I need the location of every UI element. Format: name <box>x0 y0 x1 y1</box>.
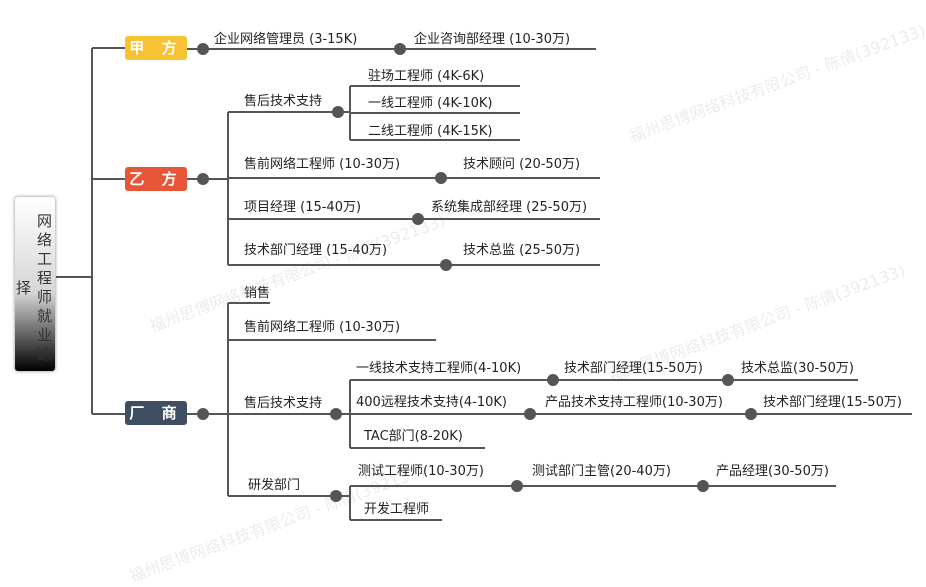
node-label: 企业咨询部经理 (10-30万) <box>414 32 571 47</box>
node-label: 售前网络工程师 (10-30万) <box>244 320 401 335</box>
node-label: 一线工程师 (4K-10K) <box>368 96 493 111</box>
connector-dot <box>330 490 342 502</box>
connector-dot <box>330 408 342 420</box>
branch-yifang: 乙 方 <box>125 167 187 191</box>
connector-dot <box>722 374 734 386</box>
node-label: 产品技术支持工程师(10-30万) <box>545 395 723 410</box>
connector-dot <box>412 213 424 225</box>
node-label: 技术部门经理(15-50万) <box>564 361 703 376</box>
branch-jiafang-label: 甲 方 <box>129 39 183 57</box>
node-label: 一线技术支持工程师(4-10K) <box>356 361 522 376</box>
node-label: 测试部门主管(20-40万) <box>532 464 671 479</box>
branch-changshang: 厂 商 <box>125 401 187 425</box>
connector-dot <box>511 480 523 492</box>
node-label: 系统集成部经理 (25-50万) <box>431 200 588 215</box>
connector-dot <box>547 374 559 386</box>
node-label: 项目经理 (15-40万) <box>244 200 362 215</box>
node-label: 售后技术支持 <box>244 396 323 411</box>
node-label: 技术顾问 (20-50万) <box>463 157 581 172</box>
node-label: TAC部门(8-20K) <box>364 429 463 444</box>
node-label: 销售 <box>244 286 271 301</box>
connector-dot <box>745 408 757 420</box>
connector-dot <box>435 172 447 184</box>
node-label: 驻场工程师 (4K-6K) <box>368 69 485 84</box>
root-label: 网络工程师就业选择 <box>14 213 53 365</box>
connector-dot <box>697 480 709 492</box>
node-label: 企业网络管理员 (3-15K) <box>214 32 358 47</box>
connector-dot <box>440 259 452 271</box>
node-label: 二线工程师 (4K-15K) <box>368 124 493 139</box>
connector-dot <box>524 408 536 420</box>
node-label: 售前网络工程师 (10-30万) <box>244 157 401 172</box>
connector-dot <box>197 408 209 420</box>
root-node: 网络工程师就业选择 <box>14 196 56 372</box>
connector-dot <box>332 106 344 118</box>
node-label: 开发工程师 <box>364 502 430 517</box>
node-label: 产品经理(30-50万) <box>716 464 829 479</box>
connector-dot <box>394 43 406 55</box>
node-label: 售后技术支持 <box>244 94 323 109</box>
node-label: 技术总监 (25-50万) <box>463 243 581 258</box>
node-label: 技术部门经理 (15-40万) <box>244 243 388 258</box>
node-label: 技术部门经理(15-50万) <box>763 395 902 410</box>
node-label: 测试工程师(10-30万) <box>358 464 484 479</box>
node-label: 400远程技术支持(4-10K) <box>356 395 507 410</box>
node-label: 研发部门 <box>248 478 301 493</box>
connector-dot <box>197 173 209 185</box>
connector-dot <box>197 43 209 55</box>
node-label: 技术总监(30-50万) <box>741 361 854 376</box>
mindmap-connectors <box>54 43 912 521</box>
branch-jiafang: 甲 方 <box>125 36 187 60</box>
branch-yifang-label: 乙 方 <box>129 170 183 188</box>
branch-changshang-label: 厂 商 <box>129 404 183 422</box>
